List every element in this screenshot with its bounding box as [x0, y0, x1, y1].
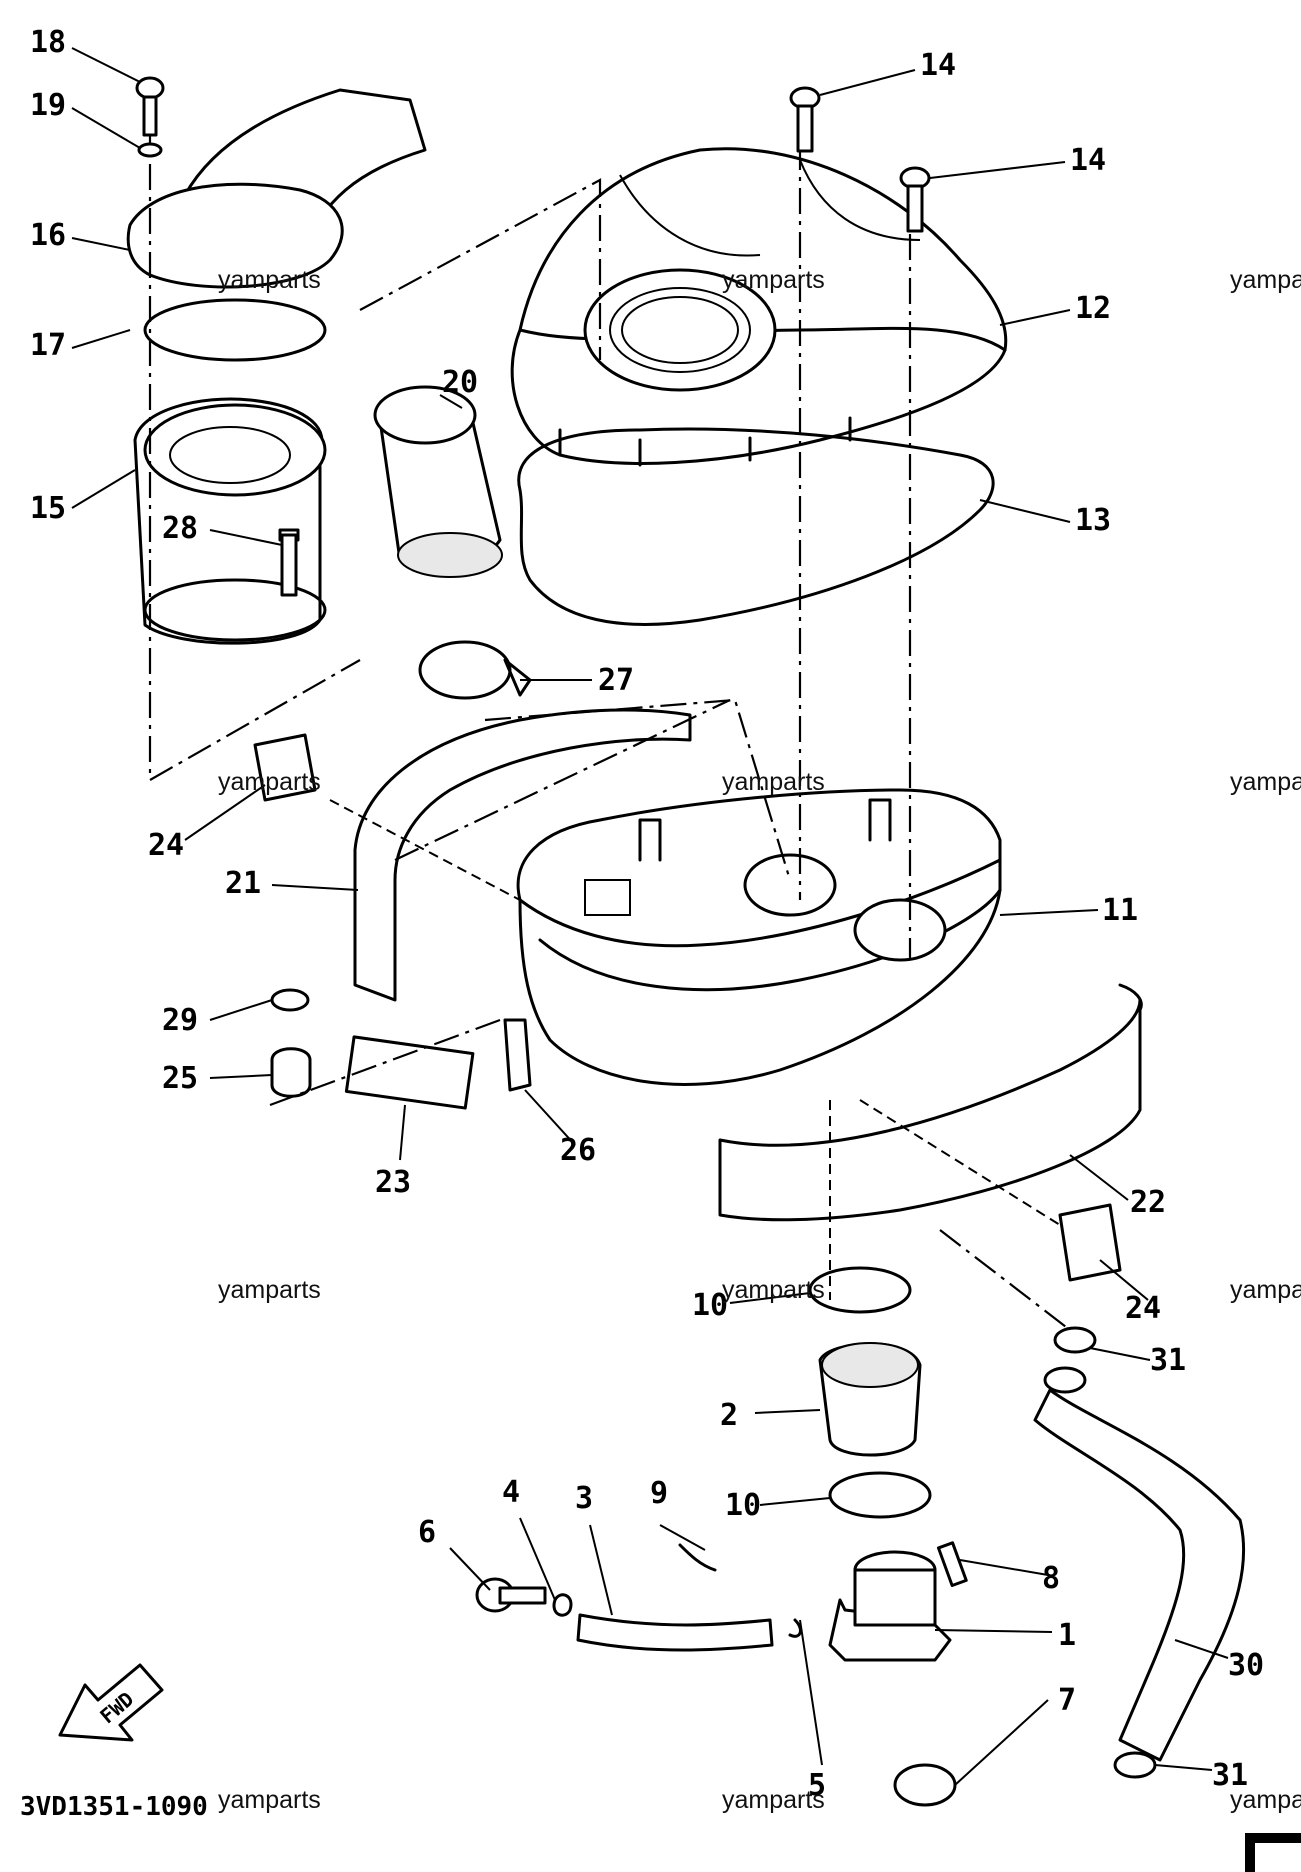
- watermark: yamparts: [218, 1276, 321, 1304]
- label-23: 23: [375, 1165, 411, 1200]
- label-5: 5: [808, 1768, 826, 1803]
- watermark-partial: yampa: [1230, 1786, 1301, 1814]
- label-14-right: 14: [1070, 143, 1106, 178]
- watermark: yamparts: [218, 768, 321, 796]
- joint-and-clamps: [808, 1266, 932, 1519]
- label-24-left: 24: [148, 828, 184, 863]
- watermark-partial: yampa: [1230, 1276, 1301, 1304]
- corner-bracket: [1245, 1833, 1301, 1872]
- label-31-lower: 31: [1212, 1758, 1248, 1793]
- breather-hose-30: [1033, 1366, 1246, 1762]
- part-labels: 18 19 16 17 15 14 14 12 13 20 27 24 21 1…: [30, 25, 1264, 1803]
- label-20: 20: [442, 365, 478, 400]
- label-9: 9: [650, 1476, 668, 1511]
- label-22: 22: [1130, 1185, 1166, 1220]
- screws: [135, 76, 931, 233]
- watermark: yamparts: [722, 1276, 825, 1304]
- label-21: 21: [225, 866, 261, 901]
- hose-20: [373, 385, 503, 578]
- label-6: 6: [418, 1515, 436, 1550]
- assembly-lines: [148, 100, 1071, 1331]
- watermark: yamparts: [218, 266, 321, 294]
- hardware-left: [270, 528, 475, 1110]
- label-13: 13: [1075, 503, 1111, 538]
- label-26: 26: [560, 1133, 596, 1168]
- label-31-upper: 31: [1150, 1343, 1186, 1378]
- label-4: 4: [502, 1475, 520, 1510]
- label-14-top: 14: [920, 48, 956, 83]
- label-27: 27: [598, 663, 634, 698]
- carb-joint-1: [828, 1550, 957, 1807]
- air-box-case: [516, 788, 1002, 1086]
- label-11: 11: [1102, 893, 1138, 928]
- label-30: 30: [1228, 1648, 1264, 1683]
- leader-lines: [71, 47, 1229, 1786]
- label-28: 28: [162, 511, 198, 546]
- watermark-partial: yampa: [1230, 266, 1301, 294]
- label-12: 12: [1075, 291, 1111, 326]
- label-24-right: 24: [1125, 1291, 1161, 1326]
- side-foam-left: [353, 708, 692, 1002]
- label-10-lower: 10: [725, 1488, 761, 1523]
- clamp-27: [418, 640, 532, 700]
- label-15: 15: [30, 491, 66, 526]
- watermark: yamparts: [722, 1786, 825, 1814]
- watermark: yamparts: [218, 1786, 321, 1814]
- label-3: 3: [575, 1481, 593, 1516]
- label-29: 29: [162, 1003, 198, 1038]
- label-7: 7: [1058, 1683, 1076, 1718]
- label-10-upper: 10: [692, 1288, 728, 1323]
- label-19: 19: [30, 88, 66, 123]
- intake-duct: [126, 88, 427, 645]
- label-1: 1: [1058, 1618, 1076, 1653]
- watermark: yamparts: [722, 266, 825, 294]
- watermark-partial: yampa: [1230, 768, 1301, 796]
- air-box-cover: [510, 147, 1008, 467]
- label-17: 17: [30, 328, 66, 363]
- label-18: 18: [30, 25, 66, 60]
- diagram-code: 3VD1351-1090: [20, 1792, 208, 1822]
- label-8: 8: [1042, 1561, 1060, 1596]
- label-25: 25: [162, 1061, 198, 1096]
- label-2: 2: [720, 1398, 738, 1433]
- cover-gasket: [517, 427, 995, 626]
- fitting-26: [503, 1018, 532, 1092]
- pads-24: [253, 733, 1122, 1282]
- fwd-arrow-icon: FWD: [58, 1663, 164, 1742]
- label-16: 16: [30, 218, 66, 253]
- watermark: yamparts: [722, 768, 825, 796]
- side-foam-right: [718, 983, 1143, 1222]
- watermarks: yamparts yamparts yampa yamparts yampart…: [218, 266, 1301, 1814]
